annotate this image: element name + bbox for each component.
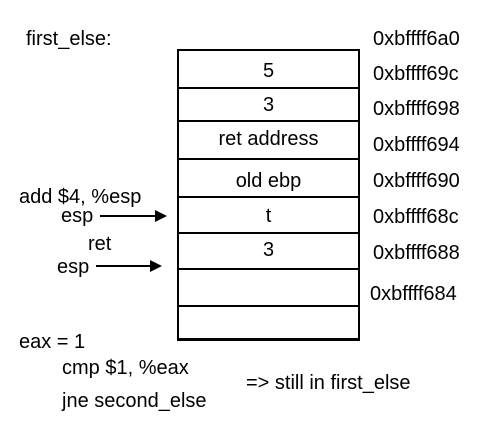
pointer-caption: ret: [88, 233, 112, 255]
stack-cell-content: t: [265, 205, 272, 227]
stack-cell: 3: [179, 234, 358, 270]
stack-cell: ret address: [179, 122, 358, 160]
address-label: 0xbffff690: [373, 170, 460, 192]
stack-frame: 5 3 ret address old ebp t 3: [177, 49, 360, 341]
stack-cell: 5: [179, 51, 358, 89]
stack-cell: t: [179, 198, 358, 234]
esp-arrow-head: [155, 210, 167, 222]
address-label: 0xbffff68c: [373, 206, 459, 228]
address-label: 0xbffff684: [370, 283, 457, 305]
stack-cell-content: ret address: [218, 128, 319, 150]
code-line: cmp $1, %eax: [62, 357, 189, 379]
esp-pointer-label: esp: [57, 256, 90, 278]
address-label: 0xbffff694: [373, 134, 460, 156]
stack-cell-content: 3: [262, 94, 275, 116]
eax-value: eax = 1: [19, 331, 86, 353]
address-label: 0xbffff698: [373, 98, 460, 120]
stack-cell-content: 5: [262, 60, 275, 82]
address-label: 0xbffff6a0: [373, 28, 460, 50]
stack-cell-content: old ebp: [235, 170, 302, 192]
stack-cell: 3: [179, 89, 358, 122]
address-label: 0xbffff688: [373, 242, 460, 264]
esp-arrow-head: [150, 260, 162, 272]
pointer-caption: add $4, %esp: [19, 186, 142, 208]
section-label: first_else:: [26, 28, 112, 50]
stack-cell: [179, 270, 358, 307]
code-line: jne second_else: [62, 390, 207, 412]
stack-cell-content: 3: [262, 239, 275, 261]
esp-pointer-label: esp: [61, 205, 94, 227]
stack-cell: old ebp: [179, 160, 358, 198]
address-label: 0xbffff69c: [373, 63, 459, 85]
code-note: => still in first_else: [246, 372, 411, 394]
